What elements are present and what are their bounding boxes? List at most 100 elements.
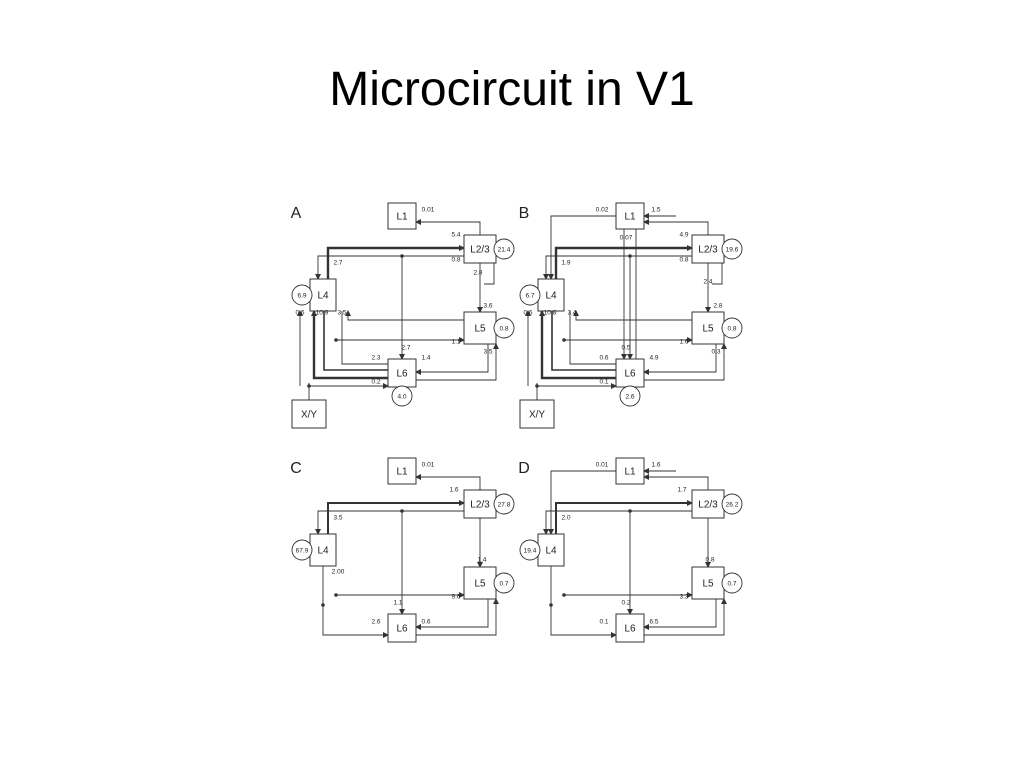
junction-dot bbox=[562, 338, 566, 342]
node-label-l4: L4 bbox=[317, 546, 329, 557]
node-label-l4: L4 bbox=[545, 291, 557, 302]
self-loop-value: 26.2 bbox=[726, 502, 739, 509]
node-box-xy bbox=[291, 399, 327, 429]
edge-weight-label: 0.6 bbox=[295, 310, 304, 317]
node-label-l1: L1 bbox=[396, 212, 408, 223]
self-loop-value: 0.8 bbox=[499, 326, 508, 333]
edge-l4-to-l6 bbox=[322, 566, 389, 638]
edge-l1-to-l4 bbox=[548, 470, 616, 535]
edge-l23-loop bbox=[712, 263, 723, 285]
edge-weight-label: 0.6 bbox=[523, 310, 532, 317]
edge-weight-label: 4.9 bbox=[679, 232, 688, 239]
edge-weight-label: 0.01 bbox=[596, 462, 609, 469]
edge-weight-label: 3.5 bbox=[483, 349, 492, 356]
edge-weight-label: 5.4 bbox=[451, 232, 460, 239]
edge-weight-label: 4.9 bbox=[649, 355, 658, 362]
node-label-l6: L6 bbox=[624, 624, 636, 635]
edge-l6-to-l5 bbox=[644, 598, 727, 636]
self-loop-l4 bbox=[519, 539, 541, 561]
edge-weight-label: 0.1 bbox=[599, 619, 608, 626]
edge-weight-label: 3.6 bbox=[483, 303, 492, 310]
node-label-l23: L2/3 bbox=[470, 500, 490, 511]
edge-weight-label: 2.6 bbox=[371, 619, 380, 626]
junction-dot bbox=[334, 338, 338, 342]
node-box-l23 bbox=[463, 234, 497, 264]
edge-weight-label: 0.1 bbox=[599, 379, 608, 386]
edge-weight-label: 0.01 bbox=[422, 207, 435, 214]
edge-weight-label: 2.8 bbox=[713, 303, 722, 310]
junction-dot bbox=[549, 603, 553, 607]
edge-l6-to-l4 bbox=[311, 310, 388, 380]
node-label-l5: L5 bbox=[474, 324, 486, 335]
junction-dot bbox=[400, 509, 404, 513]
edge-l5-to-l6 bbox=[643, 344, 717, 375]
edge-l5-to-l6 bbox=[415, 344, 489, 375]
edge-weight-label: 1.6 bbox=[679, 339, 688, 346]
edge-weight-label: 2.4 bbox=[703, 279, 712, 286]
edge-l23-to-l4 bbox=[543, 510, 692, 535]
edge-l23-loop bbox=[484, 263, 495, 285]
self-loop-l6 bbox=[619, 385, 641, 407]
self-loop-l23 bbox=[493, 493, 515, 515]
edge-l4-to-l6 bbox=[550, 566, 617, 638]
node-label-l5: L5 bbox=[702, 324, 714, 335]
edge-weight-label: 0.2 bbox=[371, 379, 380, 386]
self-loop-l4 bbox=[519, 284, 541, 306]
edge-l4-to-l23 bbox=[327, 500, 465, 534]
edge-l5-to-l6 bbox=[643, 599, 717, 630]
edge-weight-label: 9.6 bbox=[451, 594, 460, 601]
node-box-l1 bbox=[615, 457, 645, 485]
edge-weight-label: 0.02 bbox=[596, 207, 609, 214]
self-loop-l6 bbox=[391, 385, 413, 407]
self-loop-value: 6.9 bbox=[297, 293, 306, 300]
edge-weight-label: 3.5 bbox=[333, 515, 342, 522]
junction-dot bbox=[334, 593, 338, 597]
node-box-l23 bbox=[463, 489, 497, 519]
edge-weight-label: 0.5 bbox=[621, 345, 630, 352]
edge-weight-label: 3.4 bbox=[567, 310, 576, 317]
self-loop-value: 0.7 bbox=[499, 581, 508, 588]
node-label-l4: L4 bbox=[545, 546, 557, 557]
node-box-l4 bbox=[537, 533, 565, 567]
panel-label: C bbox=[290, 460, 302, 477]
self-loop-l5 bbox=[493, 317, 515, 339]
edge-weight-label: 1.4 bbox=[477, 557, 486, 564]
edge-weight-label: 1.6 bbox=[651, 462, 660, 469]
node-box-l5 bbox=[463, 566, 497, 600]
edge-weight-label: 0.8 bbox=[451, 257, 460, 264]
edge-l1-to-l4 bbox=[548, 215, 616, 280]
edge-l4-to-l6 bbox=[323, 311, 388, 371]
edge-weight-label: 2.0 bbox=[561, 515, 570, 522]
edge-weight-label: 3.3 bbox=[679, 594, 688, 601]
self-loop-value: 67.9 bbox=[296, 548, 309, 555]
edge-weight-label: 0.2 bbox=[621, 600, 630, 607]
edge-l23-to-l4 bbox=[315, 255, 464, 280]
node-label-l5: L5 bbox=[474, 579, 486, 590]
edge-weight-label: 0.3 bbox=[711, 349, 720, 356]
edge-weight-label: 1.4 bbox=[421, 355, 430, 362]
edge-weight-label: 6.5 bbox=[649, 619, 658, 626]
self-loop-l4 bbox=[291, 284, 313, 306]
edge-weight-label: 1.1 bbox=[393, 600, 402, 607]
edge-weight-label: 0.01 bbox=[422, 462, 435, 469]
edge-l23-to-l1 bbox=[643, 219, 709, 235]
panel-label: D bbox=[518, 460, 530, 477]
node-box-l4 bbox=[309, 533, 337, 567]
junction-dot bbox=[321, 603, 325, 607]
self-loop-l5 bbox=[721, 317, 743, 339]
node-box-l6 bbox=[387, 358, 417, 388]
self-loop-l5 bbox=[493, 572, 515, 594]
node-label-l6: L6 bbox=[624, 369, 636, 380]
edge-weight-label: 2.00 bbox=[332, 569, 345, 576]
self-loop-value: 0.7 bbox=[727, 581, 736, 588]
node-box-l5 bbox=[463, 311, 497, 345]
self-loop-l23 bbox=[721, 238, 743, 260]
node-label-xy: X/Y bbox=[301, 410, 317, 421]
edge-weight-label: 0.6 bbox=[421, 619, 430, 626]
node-box-l6 bbox=[615, 613, 645, 643]
self-loop-value: 19.6 bbox=[726, 247, 739, 254]
node-box-l1 bbox=[387, 202, 417, 230]
